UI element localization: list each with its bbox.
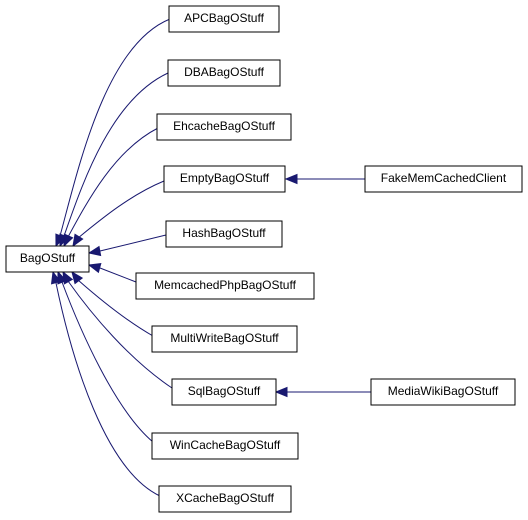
edge-apcbagostuff-line <box>59 18 171 237</box>
edge-multiwritebagostuff <box>71 270 154 337</box>
node-xcachebagostuff-label: XCacheBagOStuff <box>176 491 275 505</box>
edge-fakememcachedclient-arrowhead <box>284 173 298 185</box>
edge-ehcachebagostuff-arrowhead <box>63 233 74 248</box>
node-hashbagostuff[interactable]: HashBagOStuff <box>165 220 283 248</box>
edge-mediawikibagostuff-arrowhead <box>274 386 288 398</box>
edge-fakememcachedclient <box>284 173 365 185</box>
edge-xcachebagostuff-arrowhead <box>50 270 62 285</box>
node-mediawikibagostuff-label: MediaWikiBagOStuff <box>388 384 499 398</box>
node-ehcachebagostuff-label: EhcacheBagOStuff <box>173 119 276 133</box>
edge-memcachedphpbagostuff-arrowhead <box>87 262 102 274</box>
node-memcachedphpbagostuff-label: MemcachedPhpBagOStuff <box>154 278 297 292</box>
node-dbabagostuff-label: DBABagOStuff <box>184 65 264 79</box>
edge-ehcachebagostuff <box>63 127 159 248</box>
edge-xcachebagostuff-line <box>55 282 161 497</box>
edge-wincachebagostuff-line <box>61 281 154 443</box>
class-nodes: BagOStuff APCBagOStuff DBABagOStuff Ehca… <box>5 5 523 513</box>
edge-emptybagostuff <box>72 180 165 248</box>
edge-emptybagostuff-arrowhead <box>72 233 84 248</box>
node-xcachebagostuff[interactable]: XCacheBagOStuff <box>158 485 292 513</box>
edge-xcachebagostuff <box>50 270 161 497</box>
edge-sqlbagostuff-line <box>67 280 173 389</box>
edge-ehcachebagostuff-line <box>67 127 159 238</box>
node-hashbagostuff-label: HashBagOStuff <box>182 226 266 240</box>
node-ehcachebagostuff[interactable]: EhcacheBagOStuff <box>156 113 292 141</box>
edge-multiwritebagostuff-line <box>77 279 154 337</box>
edge-hashbagostuff-arrowhead <box>87 245 102 257</box>
node-multiwritebagostuff[interactable]: MultiWriteBagOStuff <box>151 325 298 353</box>
node-emptybagostuff[interactable]: EmptyBagOStuff <box>163 165 286 193</box>
edge-dbabagostuff <box>59 72 169 248</box>
edge-multiwritebagostuff-arrowhead <box>71 270 84 285</box>
node-sqlbagostuff-label: SqlBagOStuff <box>188 384 261 398</box>
node-bagostuff-label: BagOStuff <box>20 251 76 265</box>
inheritance-edges <box>50 18 371 497</box>
node-dbabagostuff[interactable]: DBABagOStuff <box>167 59 281 87</box>
node-apcbagostuff[interactable]: APCBagOStuff <box>168 5 280 33</box>
node-wincachebagostuff-label: WinCacheBagOStuff <box>170 438 281 452</box>
edge-hashbagostuff <box>87 234 167 257</box>
node-sqlbagostuff[interactable]: SqlBagOStuff <box>171 378 277 406</box>
node-memcachedphpbagostuff[interactable]: MemcachedPhpBagOStuff <box>135 272 315 300</box>
node-wincachebagostuff[interactable]: WinCacheBagOStuff <box>151 432 299 460</box>
node-bagostuff[interactable]: BagOStuff <box>5 245 90 273</box>
node-fakememcachedclient[interactable]: FakeMemCachedClient <box>364 165 523 193</box>
edge-mediawikibagostuff <box>274 386 371 398</box>
edge-emptybagostuff-line <box>77 180 165 239</box>
edge-memcachedphpbagostuff <box>87 262 137 283</box>
node-fakememcachedclient-label: FakeMemCachedClient <box>381 171 507 185</box>
node-emptybagostuff-label: EmptyBagOStuff <box>180 171 270 185</box>
node-apcbagostuff-label: APCBagOStuff <box>184 11 264 25</box>
node-mediawikibagostuff[interactable]: MediaWikiBagOStuff <box>370 378 516 406</box>
edge-dbabagostuff-line <box>63 72 169 237</box>
edge-hashbagostuff-line <box>99 234 167 252</box>
node-multiwritebagostuff-label: MultiWriteBagOStuff <box>170 331 279 345</box>
edge-memcachedphpbagostuff-line <box>99 267 137 283</box>
